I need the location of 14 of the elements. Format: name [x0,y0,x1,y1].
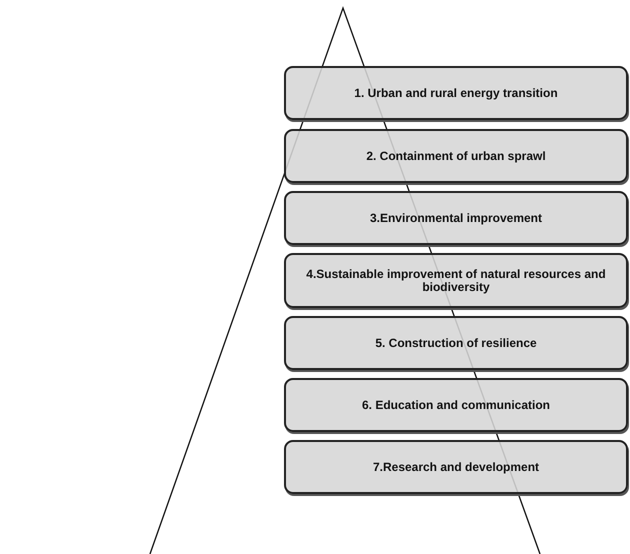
rounded-box [284,316,628,370]
rounded-box [284,66,628,120]
box-text: 3.Environmental improvement [368,212,544,224]
box-text: 7.Research and development [372,460,540,474]
box-text: 2. Containment of urban sprawl [365,150,547,162]
rounded-box [284,191,628,245]
box-text: 5. Construction of resilience [374,336,538,350]
rounded-box [284,378,628,432]
box-text: 6. Education and communication [360,398,552,412]
rounded-box [284,440,628,494]
rounded-box [284,253,628,308]
rounded-box [284,129,628,183]
box-text: 4.Sustainable improvement of natural resources and biodiversity [305,268,607,294]
box-text: 1. Urban and rural energy transition [353,86,559,100]
